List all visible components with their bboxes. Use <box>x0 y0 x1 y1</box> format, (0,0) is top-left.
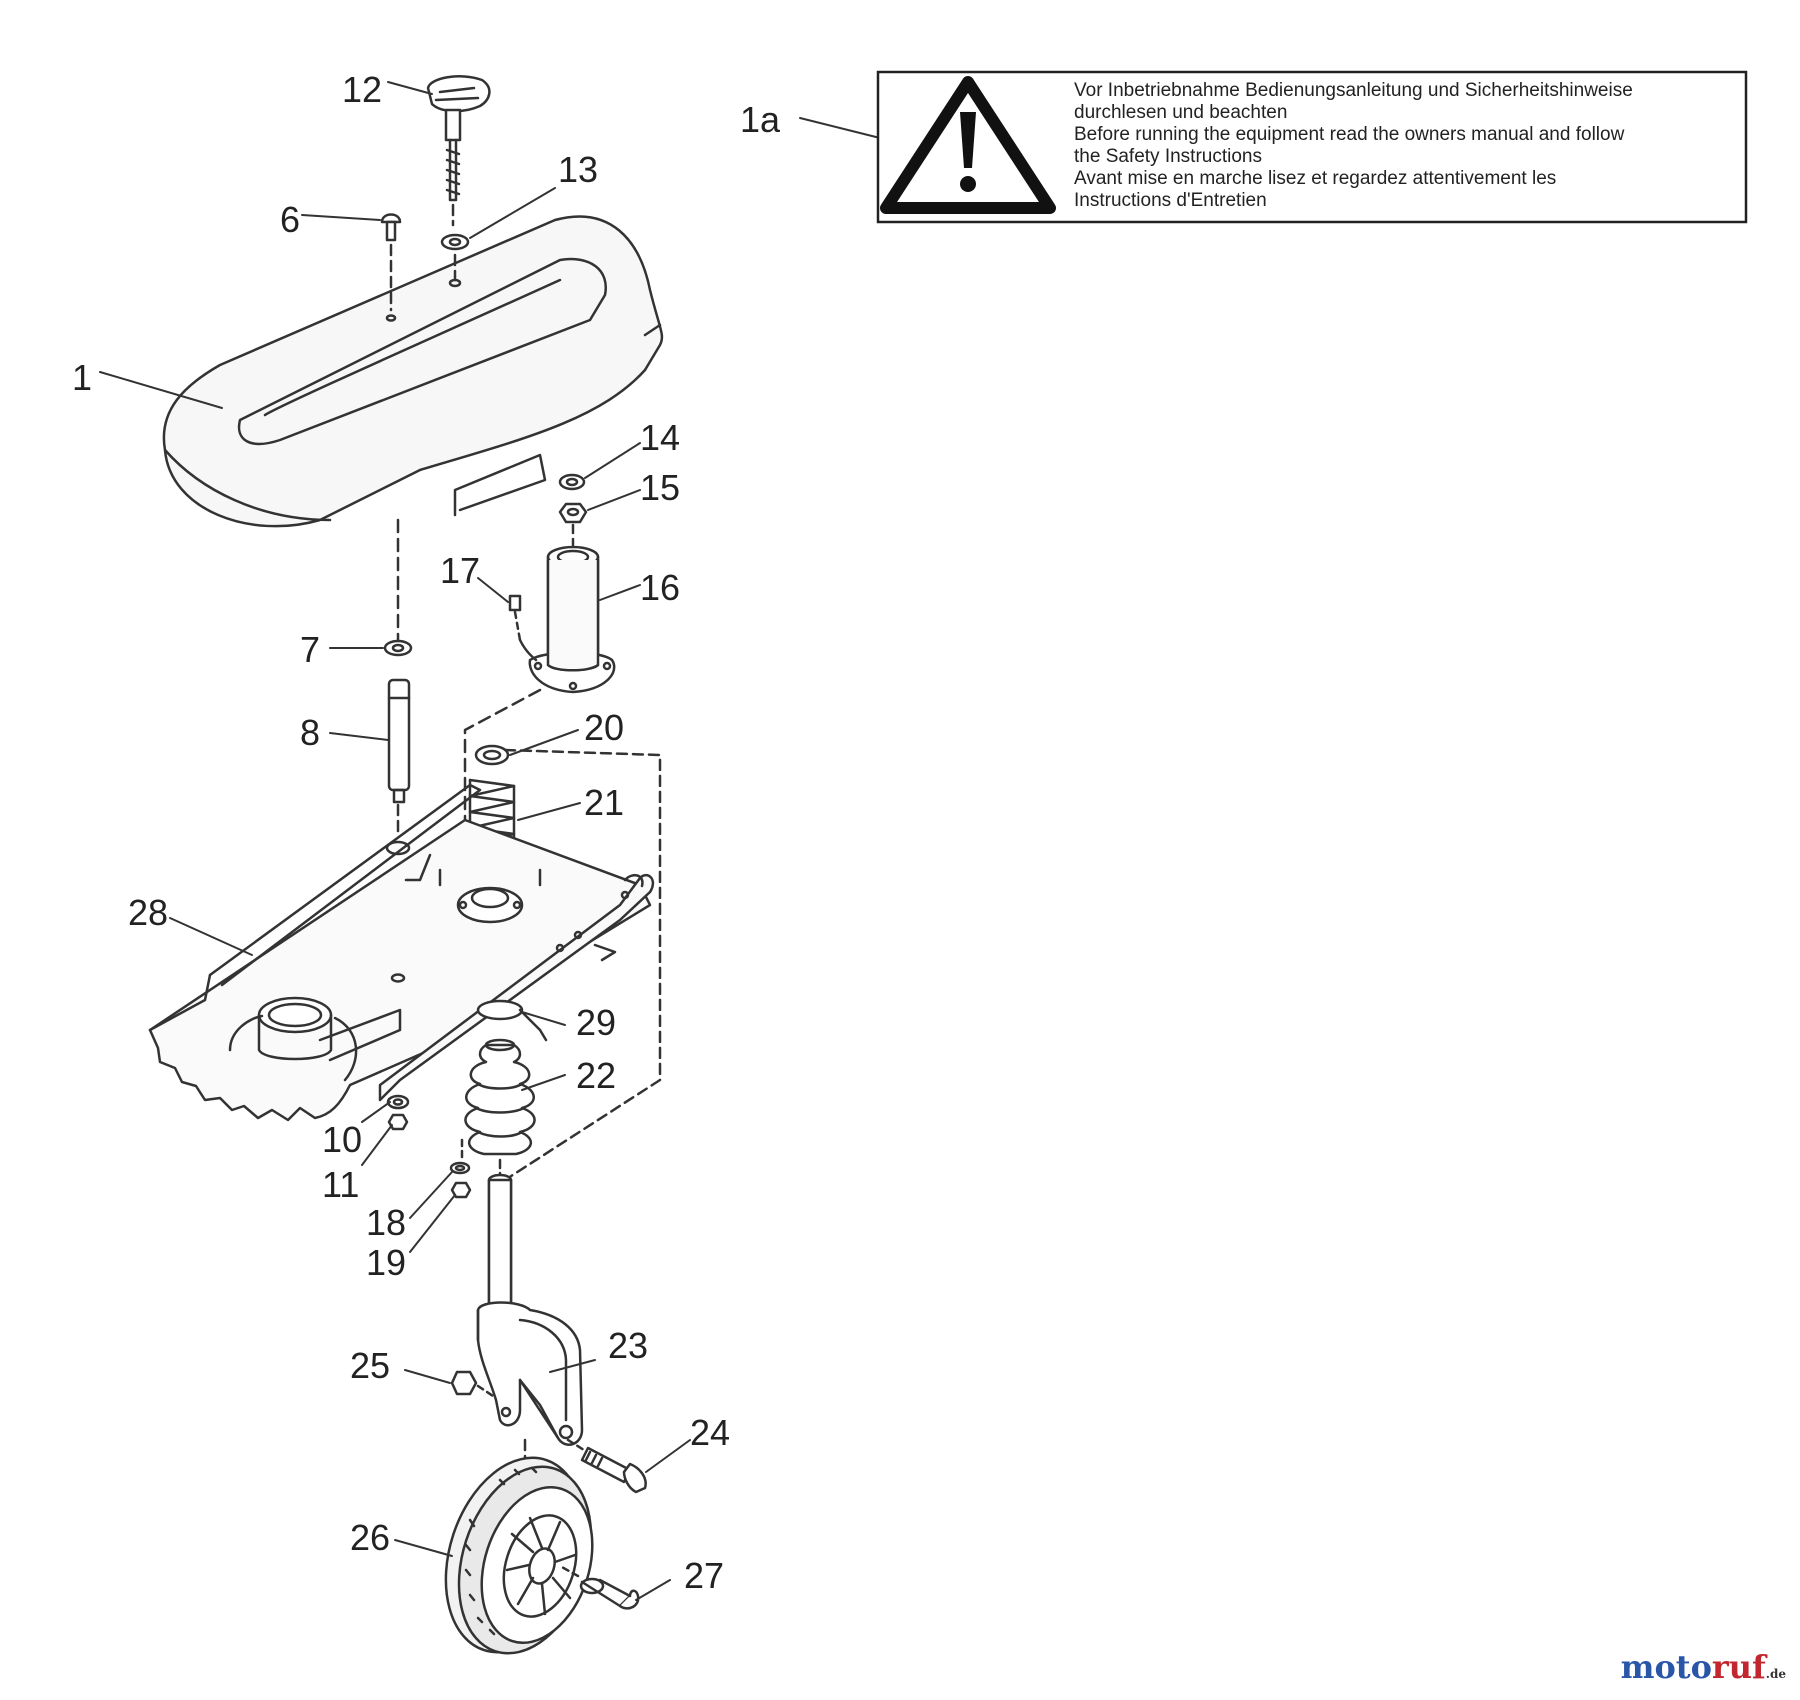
callout-numbers: 12 13 6 1 14 15 17 16 7 8 20 21 28 29 22… <box>72 69 781 1596</box>
part-fork-23 <box>476 1173 584 1446</box>
callout-6: 6 <box>280 199 300 240</box>
warning-line-de-2: durchlesen und beachten <box>1074 102 1288 123</box>
warning-line-de-1: Vor Inbetriebnahme Bedienungsanleitung u… <box>1074 80 1633 101</box>
part-spacer-8 <box>387 678 411 804</box>
callout-26: 26 <box>350 1517 390 1558</box>
part-washer-18 <box>449 1161 471 1175</box>
callout-12: 12 <box>342 69 382 110</box>
part-screw-6 <box>380 213 402 322</box>
part-washer-10 <box>386 1094 410 1110</box>
part-nut-11 <box>387 1113 409 1131</box>
callout-10: 10 <box>322 1119 362 1160</box>
callout-20: 20 <box>584 707 624 748</box>
cover-bracket <box>453 453 547 517</box>
callout-13: 13 <box>558 149 598 190</box>
part-axle-27 <box>558 1564 640 1610</box>
warning-line-fr-1: Avant mise en marche lisez et regardez a… <box>1074 168 1557 189</box>
callout-28: 28 <box>128 892 168 933</box>
warning-label-text: Vor Inbetriebnahme Bedienungsanleitung u… <box>1074 80 1744 212</box>
part-bolt-24 <box>566 1438 647 1494</box>
callout-18: 18 <box>366 1202 406 1243</box>
warning-line-en-1: Before running the equipment read the ow… <box>1074 124 1625 145</box>
callout-14: 14 <box>640 417 680 458</box>
callout-22: 22 <box>576 1055 616 1096</box>
part-screw-17 <box>508 594 538 662</box>
callout-15: 15 <box>640 467 680 508</box>
callout-24: 24 <box>690 1412 730 1453</box>
callout-1: 1 <box>72 357 92 398</box>
leader-lines <box>99 81 881 1601</box>
exclamation-mark-icon <box>960 112 976 168</box>
callout-27: 27 <box>684 1555 724 1596</box>
part-boot-22 <box>464 1038 536 1156</box>
warning-line-en-2: the Safety Instructions <box>1074 146 1262 167</box>
watermark-logo: motoruf.de <box>1620 1648 1786 1686</box>
callout-16: 16 <box>640 567 680 608</box>
part-nut-25 <box>450 1370 478 1396</box>
callout-11: 11 <box>322 1164 359 1205</box>
callout-19: 19 <box>366 1242 406 1283</box>
warning-line-fr-2: Instructions d'Entretien <box>1074 190 1267 211</box>
callout-7: 7 <box>300 629 320 670</box>
callout-17: 17 <box>440 550 480 591</box>
part-cover-1 <box>162 215 664 528</box>
callout-23: 23 <box>608 1325 648 1366</box>
part-wheel-26 <box>444 1456 594 1655</box>
part-nut-19 <box>450 1181 472 1199</box>
part-washer-20 <box>474 744 510 766</box>
part-nut-15 <box>558 502 588 524</box>
callout-29: 29 <box>576 1002 616 1043</box>
callout-25: 25 <box>350 1345 390 1386</box>
part-washer-13 <box>440 233 470 288</box>
part-washer-7 <box>383 639 413 657</box>
part-knob-12 <box>426 75 491 227</box>
part-base-plate-28 <box>148 783 655 1122</box>
callout-1a: 1a <box>740 99 781 140</box>
part-clip-29 <box>476 999 548 1042</box>
callout-21: 21 <box>584 782 624 823</box>
part-washer-14 <box>558 473 586 491</box>
callout-8: 8 <box>300 712 320 753</box>
warning-label-1a <box>876 70 1748 224</box>
